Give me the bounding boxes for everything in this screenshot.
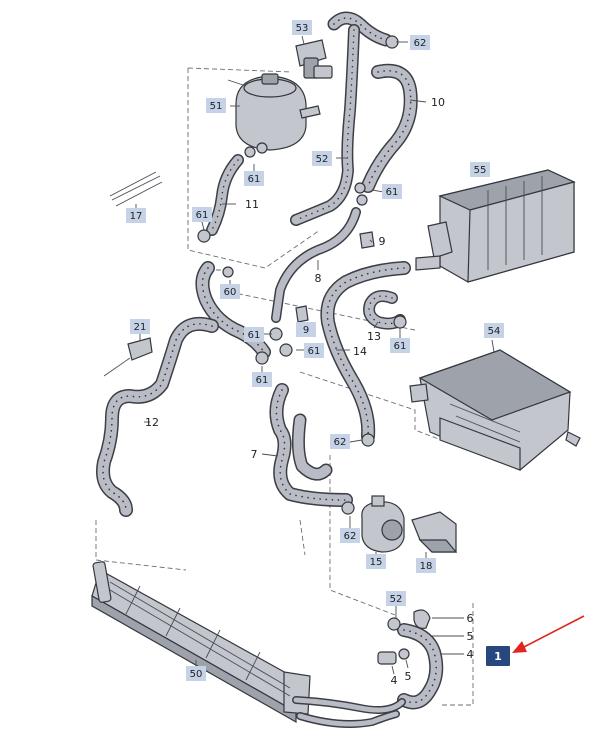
label-13: 13 bbox=[367, 330, 381, 343]
label-9-upper: 9 bbox=[379, 235, 386, 248]
svg-text:61: 61 bbox=[256, 375, 269, 386]
svg-text:11: 11 bbox=[245, 198, 259, 211]
label-21: 21 bbox=[130, 319, 150, 334]
part-labels: 53 62 51 10 52 61 61 17 61 11 55 61 9 60… bbox=[126, 20, 504, 687]
label-51: 51 bbox=[206, 98, 226, 113]
label-15: 15 bbox=[366, 554, 386, 569]
svg-text:6: 6 bbox=[467, 612, 474, 625]
label-5-low: 5 bbox=[405, 670, 412, 683]
svg-text:18: 18 bbox=[420, 561, 433, 572]
svg-text:62: 62 bbox=[344, 531, 357, 542]
label-61-b: 61 bbox=[244, 171, 264, 186]
label-61-c: 61 bbox=[192, 207, 212, 222]
svg-text:21: 21 bbox=[134, 322, 147, 333]
label-5-right: 5 bbox=[467, 630, 474, 643]
svg-text:61: 61 bbox=[248, 330, 261, 341]
label-61-f: 61 bbox=[390, 338, 410, 353]
svg-text:9: 9 bbox=[379, 235, 386, 248]
svg-text:62: 62 bbox=[414, 38, 427, 49]
svg-text:12: 12 bbox=[145, 416, 159, 429]
svg-text:10: 10 bbox=[431, 96, 445, 109]
label-14: 14 bbox=[353, 345, 367, 358]
svg-text:13: 13 bbox=[367, 330, 381, 343]
svg-text:14: 14 bbox=[353, 345, 367, 358]
svg-text:61: 61 bbox=[248, 174, 261, 185]
svg-text:4: 4 bbox=[467, 648, 474, 661]
label-6: 6 bbox=[467, 612, 474, 625]
label-18: 18 bbox=[416, 558, 436, 573]
svg-text:54: 54 bbox=[488, 326, 501, 337]
label-62-low: 62 bbox=[340, 528, 360, 543]
svg-text:61: 61 bbox=[308, 346, 321, 357]
label-4-low: 4 bbox=[391, 674, 398, 687]
label-61-e: 61 bbox=[244, 327, 264, 342]
label-61-h: 61 bbox=[252, 372, 272, 387]
label-8: 8 bbox=[315, 272, 322, 285]
charger-module bbox=[409, 349, 581, 471]
svg-text:50: 50 bbox=[190, 669, 203, 680]
svg-text:53: 53 bbox=[296, 23, 309, 34]
label-4-right: 4 bbox=[467, 648, 474, 661]
label-50: 50 bbox=[186, 666, 206, 681]
svg-text:62: 62 bbox=[334, 437, 347, 448]
leader-lines bbox=[135, 35, 495, 675]
label-12: 12 bbox=[145, 416, 159, 429]
svg-text:17: 17 bbox=[130, 211, 143, 222]
svg-text:8: 8 bbox=[315, 272, 322, 285]
label-62-top: 62 bbox=[410, 35, 430, 50]
label-7: 7 bbox=[251, 448, 258, 461]
svg-text:5: 5 bbox=[405, 670, 412, 683]
label-62-mid: 62 bbox=[330, 434, 350, 449]
label-17: 17 bbox=[126, 208, 146, 223]
label-55: 55 bbox=[470, 162, 490, 177]
label-9-clip: 9 bbox=[296, 322, 316, 337]
label-61-a: 61 bbox=[382, 184, 402, 199]
small-parts bbox=[103, 35, 458, 665]
radiator bbox=[91, 561, 311, 724]
pointer-arrow bbox=[512, 615, 585, 653]
label-53: 53 bbox=[292, 20, 312, 35]
label-10: 10 bbox=[431, 96, 445, 109]
svg-text:1: 1 bbox=[494, 650, 502, 663]
svg-text:61: 61 bbox=[394, 341, 407, 352]
svg-text:5: 5 bbox=[467, 630, 474, 643]
label-52-upper: 52 bbox=[312, 151, 332, 166]
label-54: 54 bbox=[484, 323, 504, 338]
expansion-tank bbox=[227, 73, 321, 151]
svg-text:15: 15 bbox=[370, 557, 383, 568]
label-52-low: 52 bbox=[386, 591, 406, 606]
svg-text:61: 61 bbox=[386, 187, 399, 198]
svg-text:61: 61 bbox=[196, 210, 209, 221]
svg-text:4: 4 bbox=[391, 674, 398, 687]
label-11: 11 bbox=[245, 198, 259, 211]
svg-text:9: 9 bbox=[303, 325, 309, 336]
svg-text:60: 60 bbox=[224, 287, 237, 298]
svg-text:51: 51 bbox=[210, 101, 223, 112]
svg-text:7: 7 bbox=[251, 448, 258, 461]
svg-text:52: 52 bbox=[390, 594, 403, 605]
label-60: 60 bbox=[220, 284, 240, 299]
svg-text:55: 55 bbox=[474, 165, 487, 176]
label-61-g: 61 bbox=[304, 343, 324, 358]
highlight-badge[interactable]: 1 bbox=[486, 646, 510, 666]
svg-text:52: 52 bbox=[316, 154, 329, 165]
hose-group bbox=[96, 11, 444, 728]
power-electronics-unit bbox=[415, 169, 576, 283]
